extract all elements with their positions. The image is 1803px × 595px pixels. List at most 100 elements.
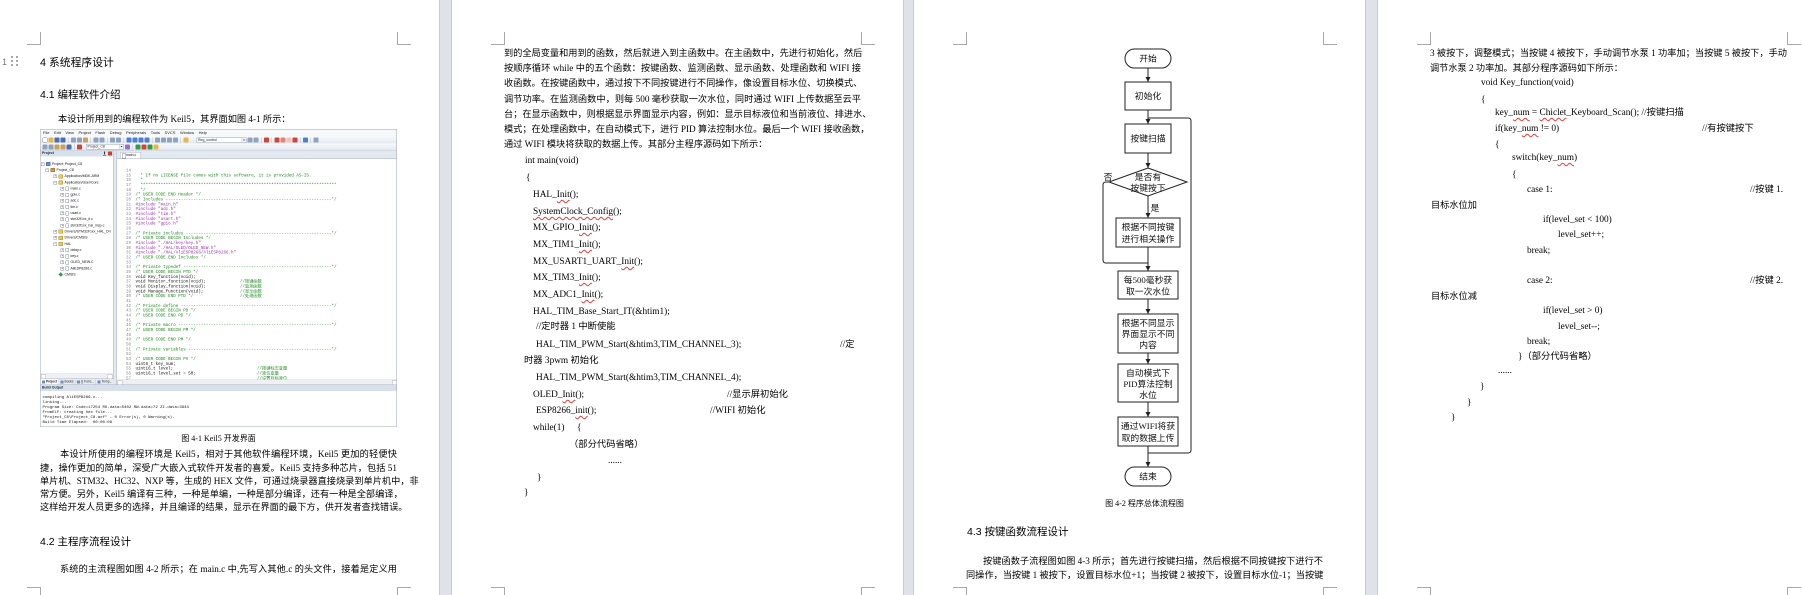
project-tree-item[interactable]: + stm32f1xx_it.c (41, 216, 114, 222)
project-tree-item[interactable]: + main.c (41, 186, 114, 192)
keil-menu-item[interactable]: Project (78, 130, 91, 136)
find-icon[interactable] (247, 137, 253, 143)
expand-toggle-icon[interactable]: + (60, 205, 64, 209)
editor-code-area[interactable]: 14 * If no LICENSE file comes with this … (117, 158, 397, 380)
rebuild-icon[interactable] (54, 144, 60, 150)
indent-icon[interactable] (155, 137, 160, 143)
separator[interactable] (132, 144, 133, 150)
separator[interactable] (271, 137, 272, 143)
prev-bookmark-icon[interactable] (132, 137, 138, 143)
keil-menu-item[interactable]: SVCS (164, 130, 176, 136)
pin-icon[interactable] (103, 151, 106, 156)
save-icon[interactable] (54, 137, 60, 143)
expand-toggle-icon[interactable]: + (60, 211, 64, 216)
keil-menu-item[interactable]: Flash (95, 130, 106, 136)
new-file-icon[interactable] (42, 137, 48, 143)
separator[interactable] (107, 137, 108, 143)
download-icon[interactable] (66, 144, 72, 150)
find-combo[interactable]: Reg_control (196, 137, 247, 143)
drag-handle-icon[interactable] (11, 56, 20, 68)
panel-splitter[interactable] (113, 150, 117, 385)
panel-tab[interactable]: Project (40, 379, 60, 385)
expand-toggle-icon[interactable]: + (53, 229, 57, 234)
project-tree-item[interactable]: + key.c (41, 253, 114, 259)
project-tree-item[interactable]: − Application/User/Core (41, 179, 114, 185)
project-tree-item[interactable]: + stm32f1xx_hal_msp.c (41, 222, 114, 228)
panel-tab[interactable]: Books (59, 379, 76, 385)
navigate-back-icon[interactable] (110, 137, 115, 143)
window-layout-icon[interactable] (303, 137, 308, 143)
project-tree-item[interactable]: + Drivers/CMSIS (41, 235, 114, 241)
project-tree-item[interactable]: + delay.c (41, 247, 114, 253)
file-extensions-icon[interactable] (141, 144, 147, 150)
expand-toggle-icon[interactable]: + (60, 248, 64, 252)
separator[interactable] (123, 137, 124, 143)
expand-toggle-icon[interactable]: + (53, 236, 57, 240)
pack-installer-icon[interactable] (153, 144, 159, 150)
project-tree-item[interactable]: + Application/MDK-ARM (41, 173, 114, 179)
expand-toggle-icon[interactable]: − (53, 180, 57, 185)
separator[interactable] (261, 137, 262, 143)
chevron-down-icon[interactable] (119, 144, 124, 149)
uncomment-icon[interactable] (173, 137, 178, 143)
panel-tab[interactable]: {} Func... (76, 379, 97, 385)
batch-build-icon[interactable] (60, 144, 66, 150)
separator[interactable] (300, 137, 301, 143)
clear-bookmarks-icon[interactable] (144, 137, 150, 143)
open-file-icon[interactable] (48, 137, 54, 143)
incremental-find-icon[interactable] (253, 137, 259, 143)
keil-menu-item[interactable]: Debug (109, 130, 122, 136)
copy-icon[interactable] (77, 137, 82, 143)
expand-toggle-icon[interactable]: + (60, 260, 64, 265)
project-tree-item[interactable]: − HAL (41, 241, 114, 247)
project-tree-item[interactable]: + gpio.c (41, 192, 114, 198)
expand-toggle-icon[interactable]: + (60, 266, 64, 271)
project-tree-item[interactable]: + AliESP8266.c (41, 266, 114, 272)
manage-project-icon[interactable] (135, 144, 141, 150)
stop-build-icon[interactable] (77, 144, 82, 150)
project-tree-item[interactable]: − Project_C8 (41, 167, 114, 173)
expand-toggle-icon[interactable]: − (53, 242, 57, 246)
keil-menu-item[interactable]: Window (179, 130, 195, 136)
comment-icon[interactable] (167, 137, 172, 143)
save-all-icon[interactable] (60, 137, 66, 143)
cut-icon[interactable] (71, 137, 76, 143)
separator[interactable] (90, 137, 91, 143)
paste-icon[interactable] (83, 137, 88, 143)
separator[interactable] (74, 144, 75, 150)
project-tree-item[interactable]: + OLED_NEW.C (41, 259, 114, 265)
redo-icon[interactable] (99, 137, 105, 143)
expand-toggle-icon[interactable]: + (53, 174, 57, 179)
keil-menu-item[interactable]: File (43, 130, 50, 136)
navigate-forward-icon[interactable] (116, 137, 121, 143)
keil-menu-item[interactable]: Edit (53, 130, 61, 136)
bookmark-icon[interactable] (126, 137, 132, 143)
separator[interactable] (152, 137, 153, 143)
separator[interactable] (68, 137, 69, 143)
target-options-icon[interactable] (125, 144, 130, 150)
chevron-down-icon[interactable] (241, 137, 246, 143)
manage-rte-icon[interactable] (147, 144, 153, 150)
separator[interactable] (180, 137, 181, 143)
expand-toggle-icon[interactable]: + (60, 193, 64, 197)
next-bookmark-icon[interactable] (138, 137, 144, 143)
expand-toggle-icon[interactable]: − (45, 168, 49, 172)
editor-tab-main-c[interactable]: main.c (120, 152, 141, 159)
unindent-icon[interactable] (161, 137, 166, 143)
separator[interactable] (310, 137, 311, 143)
keil-menu-item[interactable]: Tools (150, 130, 161, 136)
debug-session-icon[interactable] (264, 137, 269, 143)
keil-menu-item[interactable]: Peripherals (125, 130, 147, 136)
target-combo[interactable]: Project_C8 (86, 144, 124, 150)
project-tree-item[interactable]: CMSIS (41, 272, 114, 278)
enable-breakpoint-icon[interactable] (280, 137, 286, 143)
expand-toggle-icon[interactable]: + (60, 217, 64, 222)
undo-icon[interactable] (93, 137, 99, 143)
project-tree-item[interactable]: + tim.c (41, 204, 114, 210)
disable-breakpoints-icon[interactable] (286, 137, 292, 143)
expand-toggle-icon[interactable]: + (60, 223, 64, 228)
project-tree-item[interactable]: − Project: Project_C8 (41, 161, 114, 167)
translate-icon[interactable] (42, 144, 48, 150)
find-in-files-icon[interactable] (183, 137, 189, 143)
build-icon[interactable] (48, 144, 54, 150)
